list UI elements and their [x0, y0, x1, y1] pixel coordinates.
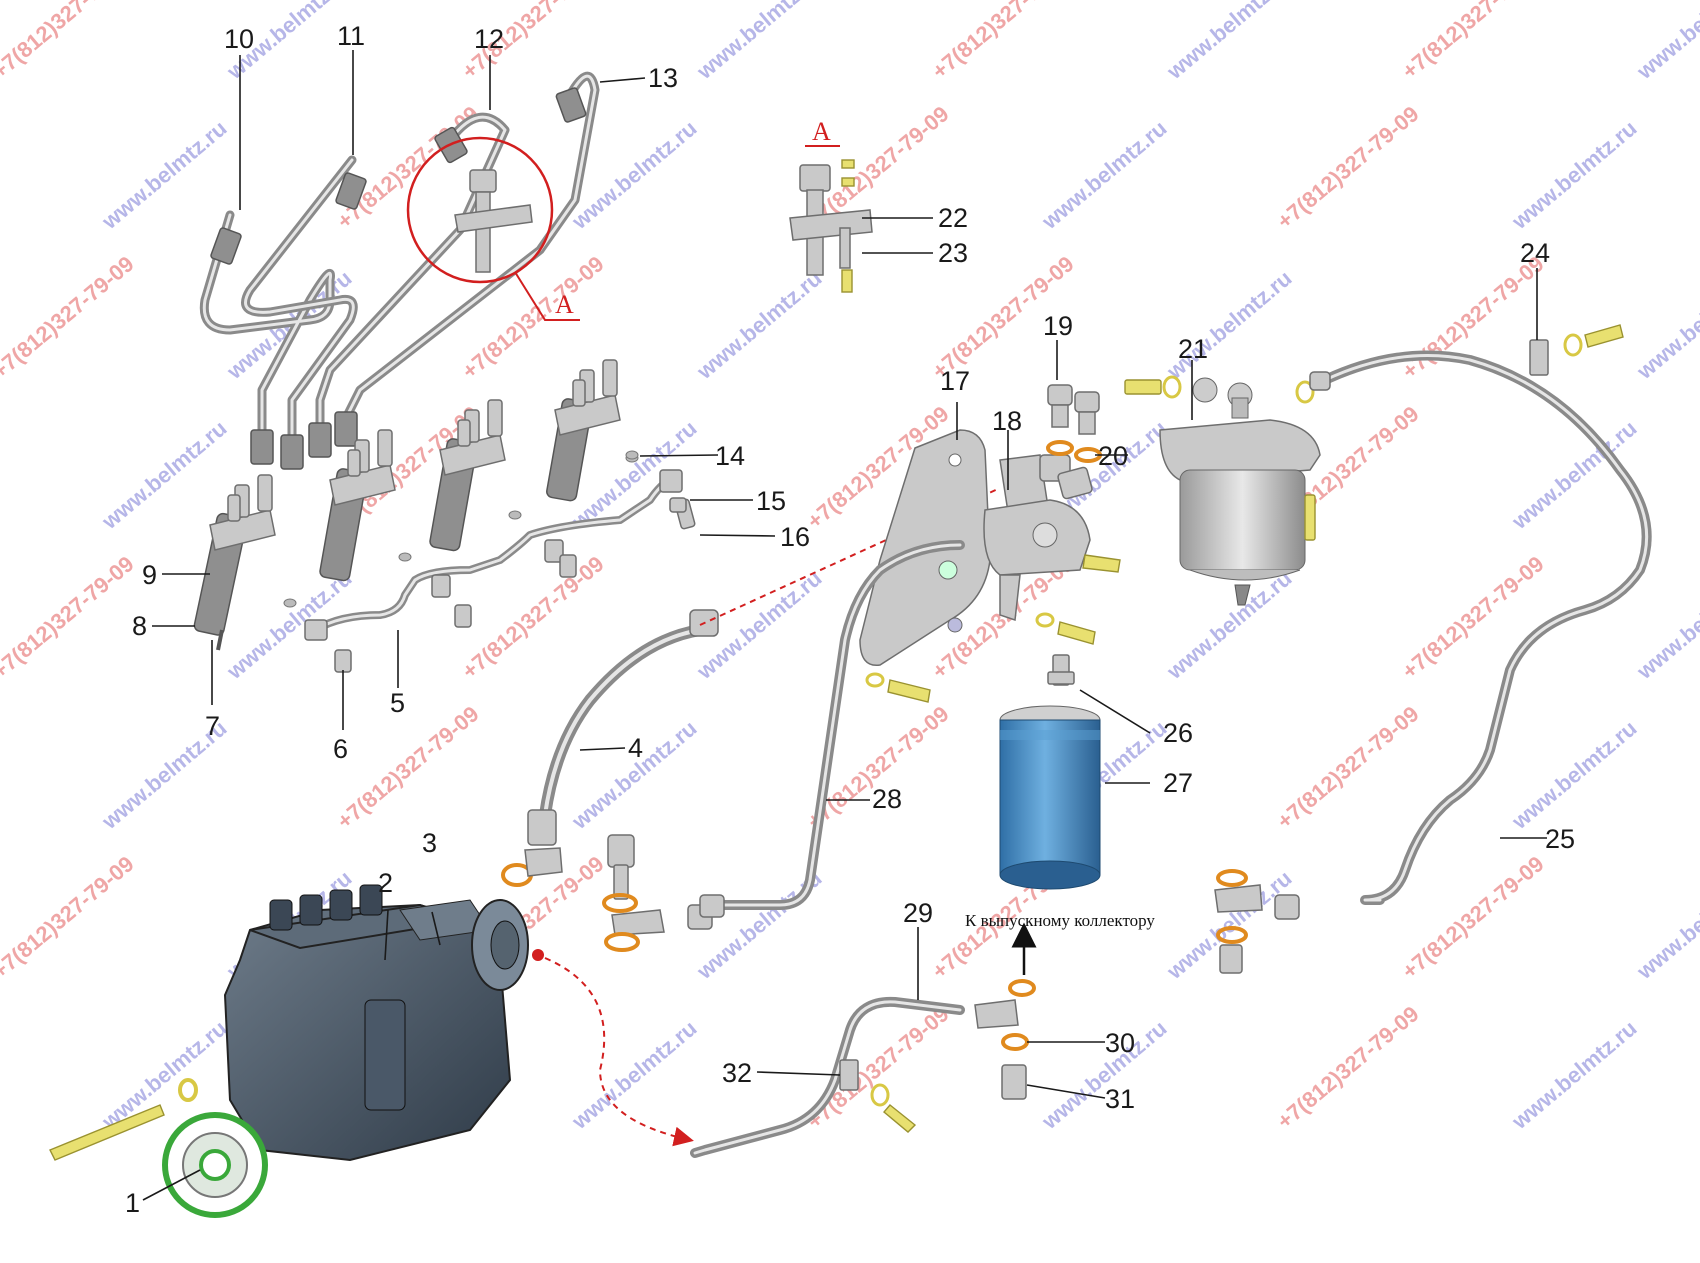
callout-8: 8	[132, 611, 147, 641]
coarse-filter	[1124, 375, 1321, 606]
watermark-site: www.belmtz.ru	[1631, 265, 1700, 384]
fuel-pipe-25	[1309, 324, 1652, 905]
injectors	[193, 359, 639, 651]
watermark-site: www.belmtz.ru	[1631, 865, 1700, 984]
callout-14: 14	[715, 441, 745, 471]
watermark-site: www.belmtz.ru	[691, 265, 826, 384]
watermark-phone: +7(812)327-79-09	[0, 0, 139, 84]
banjo-fittings	[602, 834, 713, 952]
callout-29: 29	[903, 898, 933, 928]
watermark-phone: +7(812)327-79-09	[1397, 0, 1548, 84]
watermark-site: www.belmtz.ru	[1506, 115, 1641, 234]
fuel-pipe-29	[690, 922, 1037, 1158]
callout-18: 18	[992, 406, 1022, 436]
injector-pipes	[199, 71, 600, 470]
fine-filter	[999, 654, 1101, 890]
callout-31: 31	[1105, 1084, 1135, 1114]
callout-19: 19	[1043, 311, 1073, 341]
callout-30: 30	[1105, 1028, 1135, 1058]
watermark-phone: +7(812)327-79-09	[1272, 101, 1423, 234]
callout-2: 2	[378, 868, 393, 898]
watermark-site: www.belmtz.ru	[1631, 0, 1700, 84]
callout-12: 12	[474, 24, 504, 54]
return-line	[304, 450, 696, 673]
watermark-site: www.belmtz.ru	[1036, 115, 1171, 234]
watermark-phone: +7(812)327-79-09	[1272, 1001, 1423, 1134]
callout-labels: 1 2 3 4 5 6 7 8 9 10 11 12 13 14 15 16 1…	[125, 21, 1575, 1218]
callout-13: 13	[648, 63, 678, 93]
callout-9: 9	[142, 560, 157, 590]
callout-16: 16	[780, 522, 810, 552]
callout-4: 4	[628, 733, 643, 763]
callout-27: 27	[1163, 768, 1193, 798]
callout-5: 5	[390, 688, 405, 718]
callout-32: 32	[722, 1058, 752, 1088]
callout-21: 21	[1178, 334, 1208, 364]
callout-26: 26	[1163, 718, 1193, 748]
watermark-site: www.belmtz.ru	[1161, 265, 1296, 384]
callout-28: 28	[872, 784, 902, 814]
watermark-site: www.belmtz.ru	[96, 115, 231, 234]
flow-indicators	[532, 487, 1001, 1147]
leader-lines	[142, 50, 1547, 1201]
callout-20: 20	[1098, 441, 1128, 471]
section-a-circle-label: A	[555, 290, 574, 319]
watermark-site: www.belmtz.ru	[1036, 1015, 1171, 1134]
detail-a: A	[789, 117, 873, 293]
banjo-fittings-right	[1214, 869, 1300, 974]
watermark-site: www.belmtz.ru	[1161, 0, 1296, 84]
callout-17: 17	[940, 366, 970, 396]
callout-25: 25	[1545, 824, 1575, 854]
watermark-phone: +7(812)327-79-09	[1272, 701, 1423, 834]
callout-22: 22	[938, 203, 968, 233]
callout-6: 6	[333, 734, 348, 764]
watermark-site: www.belmtz.ru	[1631, 565, 1700, 684]
low-pressure-hose	[501, 609, 719, 887]
injection-pump	[49, 884, 529, 1218]
watermark-phone: +7(812)327-79-09	[332, 701, 483, 834]
watermark-phone: +7(812)327-79-09	[802, 1001, 953, 1134]
watermark-phone: +7(812)327-79-09	[0, 851, 139, 984]
callout-10: 10	[224, 24, 254, 54]
watermark-phone: +7(812)327-79-09	[927, 0, 1078, 84]
watermark-site: www.belmtz.ru	[1161, 565, 1296, 684]
section-a-detail-label: A	[812, 117, 831, 146]
callout-15: 15	[756, 486, 786, 516]
exhaust-manifold-note: К выпускному коллектору	[965, 911, 1155, 930]
callout-23: 23	[938, 238, 968, 268]
watermark-site: www.belmtz.ru	[1506, 715, 1641, 834]
callout-7: 7	[205, 711, 220, 741]
watermark-phone: +7(812)327-79-09	[457, 551, 608, 684]
watermark-phone: +7(812)327-79-09	[0, 251, 139, 384]
callout-1: 1	[125, 1188, 140, 1218]
watermark-phone: +7(812)327-79-09	[0, 551, 139, 684]
callout-11: 11	[337, 21, 365, 51]
watermark-phone: +7(812)327-79-09	[1397, 551, 1548, 684]
callout-3: 3	[422, 828, 437, 858]
fuel-pipe-28	[699, 540, 965, 918]
watermark-phone: +7(812)327-79-09	[1397, 851, 1548, 984]
watermark-site: www.belmtz.ru	[566, 1015, 701, 1134]
watermark-site: www.belmtz.ru	[691, 0, 826, 84]
watermark-site: www.belmtz.ru	[1506, 1015, 1641, 1134]
section-a-marker: A	[406, 136, 580, 321]
watermark-site: www.belmtz.ru	[96, 415, 231, 534]
callout-24: 24	[1520, 238, 1550, 268]
